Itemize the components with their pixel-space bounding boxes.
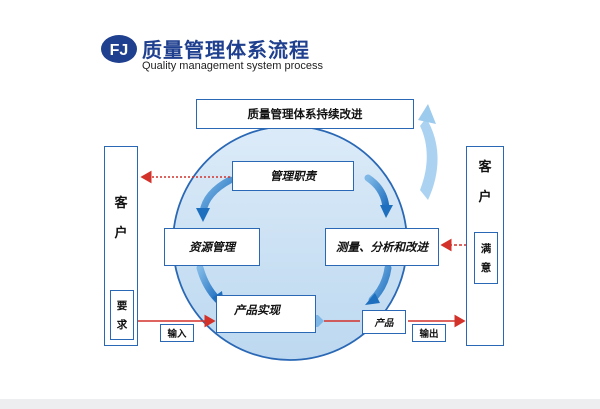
output-box: 输出 [412, 324, 446, 342]
management-box: 管理职责 [232, 161, 354, 191]
resource-label: 资源管理 [189, 240, 235, 254]
right-customer-char1: 客 [478, 160, 492, 175]
fj-logo-icon: FJ [101, 35, 137, 63]
input-label: 输入 [167, 329, 187, 340]
left-customer-char1: 客 [114, 196, 128, 211]
improvement-arrow [420, 118, 438, 200]
resource-box: 资源管理 [164, 228, 260, 266]
page-subtitle: Quality management system process [142, 60, 323, 72]
requirement-char1: 要 [116, 300, 128, 312]
page-title: 质量管理体系流程 [142, 38, 310, 62]
logo-text: FJ [110, 42, 129, 59]
right-customer-char2: 户 [478, 190, 492, 205]
bottom-bar [0, 399, 600, 409]
product-label: 产品 [374, 318, 394, 329]
product-realization-box: 产品实现 [216, 295, 316, 333]
product-box: 产品 [362, 310, 406, 334]
left-customer-char2: 户 [114, 226, 128, 241]
management-label: 管理职责 [270, 169, 316, 183]
improvement-label: 质量管理体系持续改进 [247, 107, 363, 121]
product-realization-label: 产品实现 [234, 303, 280, 317]
requirement-box: 要 求 [110, 290, 134, 340]
satisfaction-box: 满 意 [474, 232, 498, 284]
measure-box: 测量、分析和改进 [325, 228, 439, 266]
requirement-char2: 求 [116, 319, 128, 331]
input-box: 输入 [160, 324, 194, 342]
satisfaction-char1: 满 [480, 243, 492, 255]
measure-label: 测量、分析和改进 [336, 240, 428, 254]
improvement-box: 质量管理体系持续改进 [196, 99, 414, 129]
output-label: 输出 [419, 329, 439, 340]
satisfaction-char2: 意 [480, 262, 492, 274]
